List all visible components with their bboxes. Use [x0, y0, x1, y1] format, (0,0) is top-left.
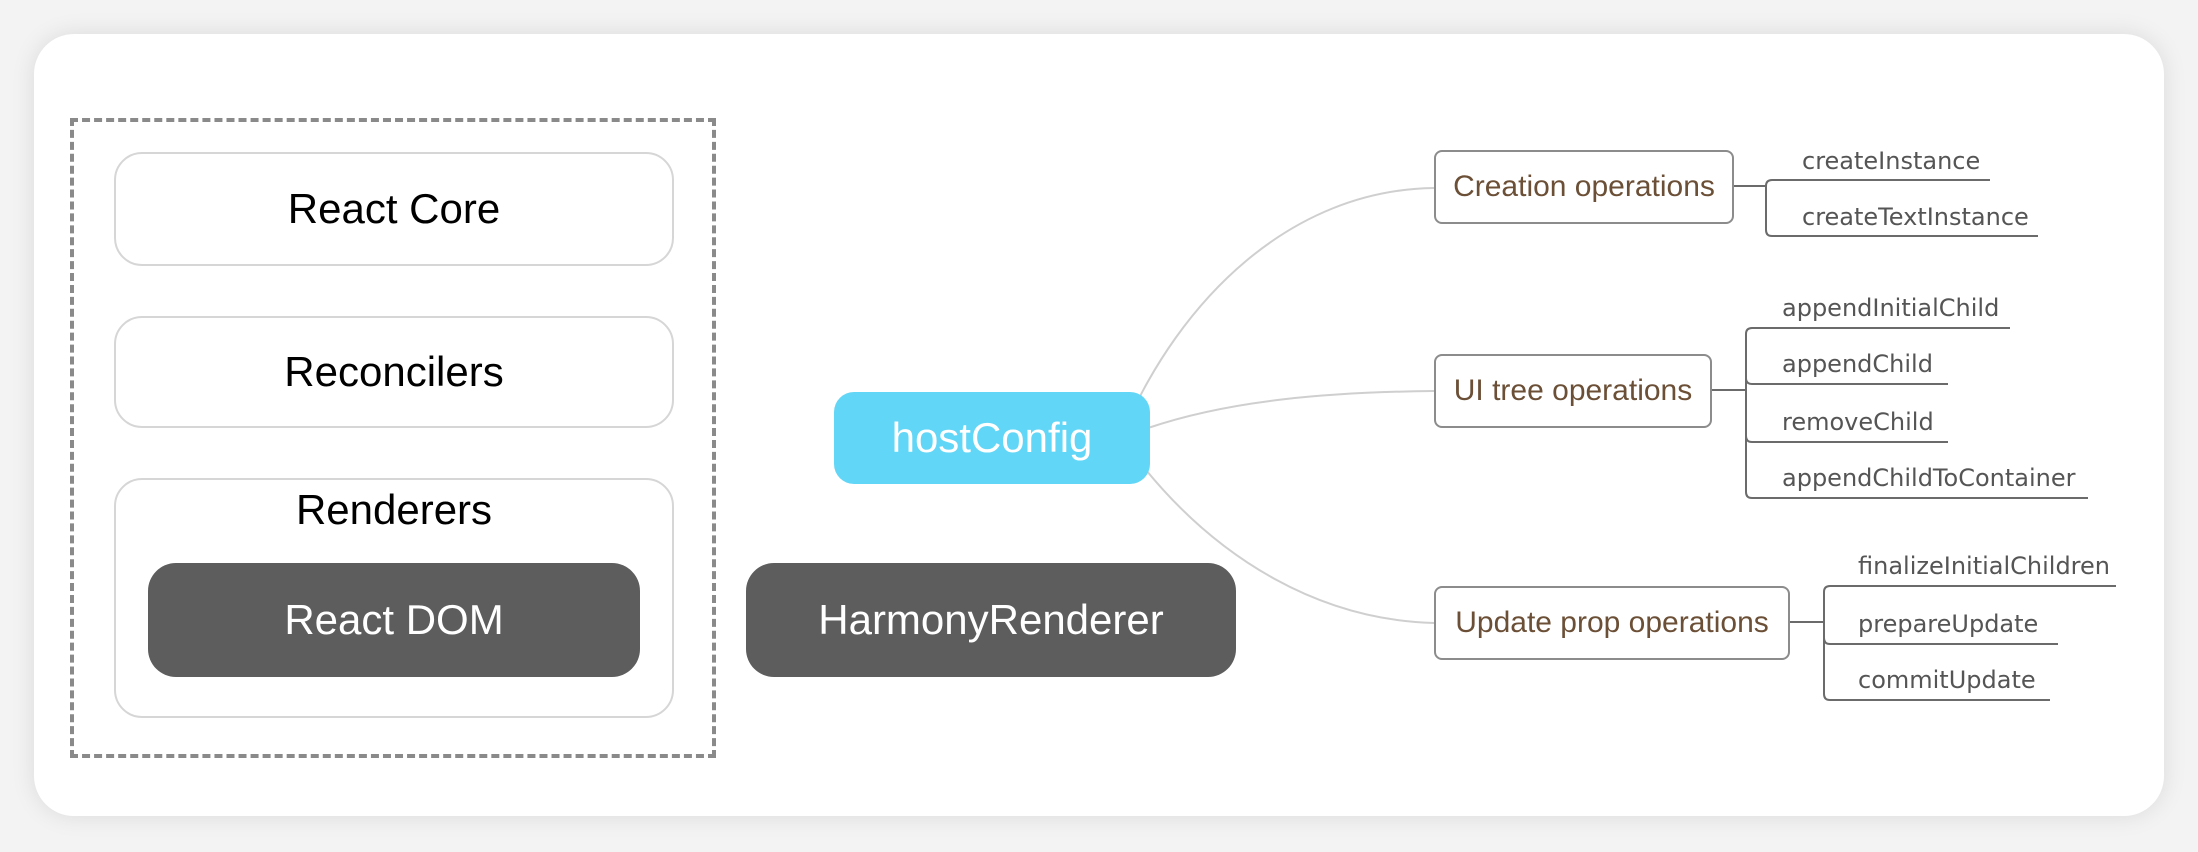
connector-ui-tree [1147, 390, 1435, 429]
harmony-renderer-label: HarmonyRenderer [818, 596, 1164, 643]
leaf-item: prepareUpdate [1858, 610, 2039, 638]
react-dom-label: React DOM [284, 596, 504, 643]
host-config-label: hostConfig [891, 414, 1093, 461]
react-core-label: React Core [287, 185, 501, 232]
connector-creation [1123, 187, 1435, 431]
host-config-node: hostConfig [834, 392, 1150, 484]
renderers-label: Renderers [295, 486, 493, 533]
creation-operations-node: Creation operations [1434, 150, 1734, 224]
bracket-ui-tree [1711, 327, 2088, 499]
leaf-item: appendChild [1782, 350, 1933, 378]
connector-update-prop [1145, 469, 1435, 624]
reconcilers-box: Reconcilers [114, 316, 674, 428]
harmony-renderer-box: HarmonyRenderer [746, 563, 1236, 677]
creation-operations-label: Creation operations [1453, 170, 1715, 203]
leaf-item: appendChildToContainer [1782, 464, 2076, 492]
ui-tree-operations-label: UI tree operations [1453, 374, 1693, 407]
leaf-item: finalizeInitialChildren [1858, 552, 2110, 580]
update-prop-operations-label: Update prop operations [1455, 606, 1769, 639]
react-dom-box: React DOM [148, 563, 640, 677]
leaf-item: createInstance [1802, 147, 1981, 175]
leaf-item: commitUpdate [1858, 666, 2036, 694]
react-core-box: React Core [114, 152, 674, 266]
reconcilers-label: Reconcilers [284, 348, 504, 395]
update-prop-operations-node: Update prop operations [1434, 586, 1790, 660]
bracket-update-prop [1788, 585, 2116, 701]
leaf-item: appendInitialChild [1782, 294, 2000, 322]
leaf-item: createTextInstance [1802, 203, 2029, 231]
leaf-item: removeChild [1782, 408, 1934, 436]
ui-tree-operations-node: UI tree operations [1434, 354, 1712, 428]
bracket-creation [1733, 179, 2038, 237]
react-stack-frame [70, 118, 716, 758]
